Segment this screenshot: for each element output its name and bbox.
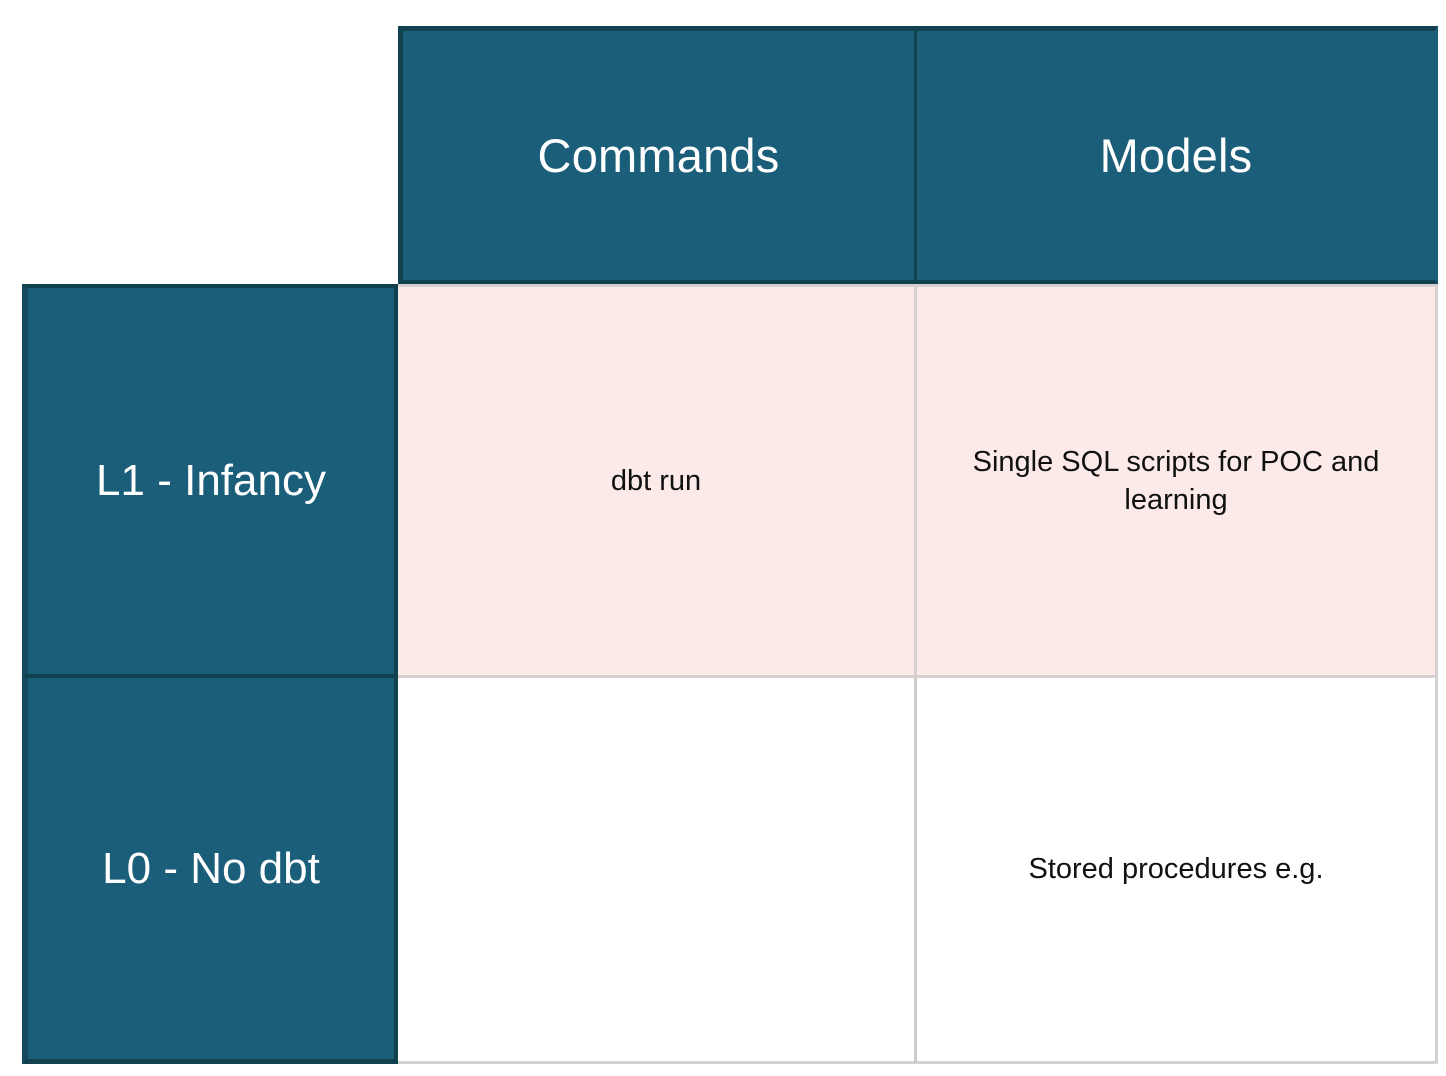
row-header-l0: L0 - No dbt xyxy=(22,678,398,1064)
column-header-models: Models xyxy=(917,26,1438,284)
cell-l1-commands-text: dbt run xyxy=(610,464,702,497)
cell-l1-commands: dbt run xyxy=(398,284,917,678)
column-header-commands-label: Commands xyxy=(537,129,780,182)
column-header-commands: Commands xyxy=(398,26,917,284)
cell-l0-commands xyxy=(398,678,917,1064)
row-header-l1: L1 - Infancy xyxy=(22,284,398,678)
row-header-l0-label: L0 - No dbt xyxy=(102,843,320,893)
cell-l0-models-text: Stored procedures e.g. xyxy=(1028,853,1324,886)
cell-l1-models-text: Single SQL scripts for POC and learning xyxy=(972,445,1380,516)
row-header-l1-label: L1 - Infancy xyxy=(96,456,326,505)
cell-l0-models: Stored procedures e.g. xyxy=(917,678,1438,1064)
cell-l1-models: Single SQL scripts for POC and learning xyxy=(917,284,1438,678)
column-header-models-label: Models xyxy=(1099,129,1253,182)
